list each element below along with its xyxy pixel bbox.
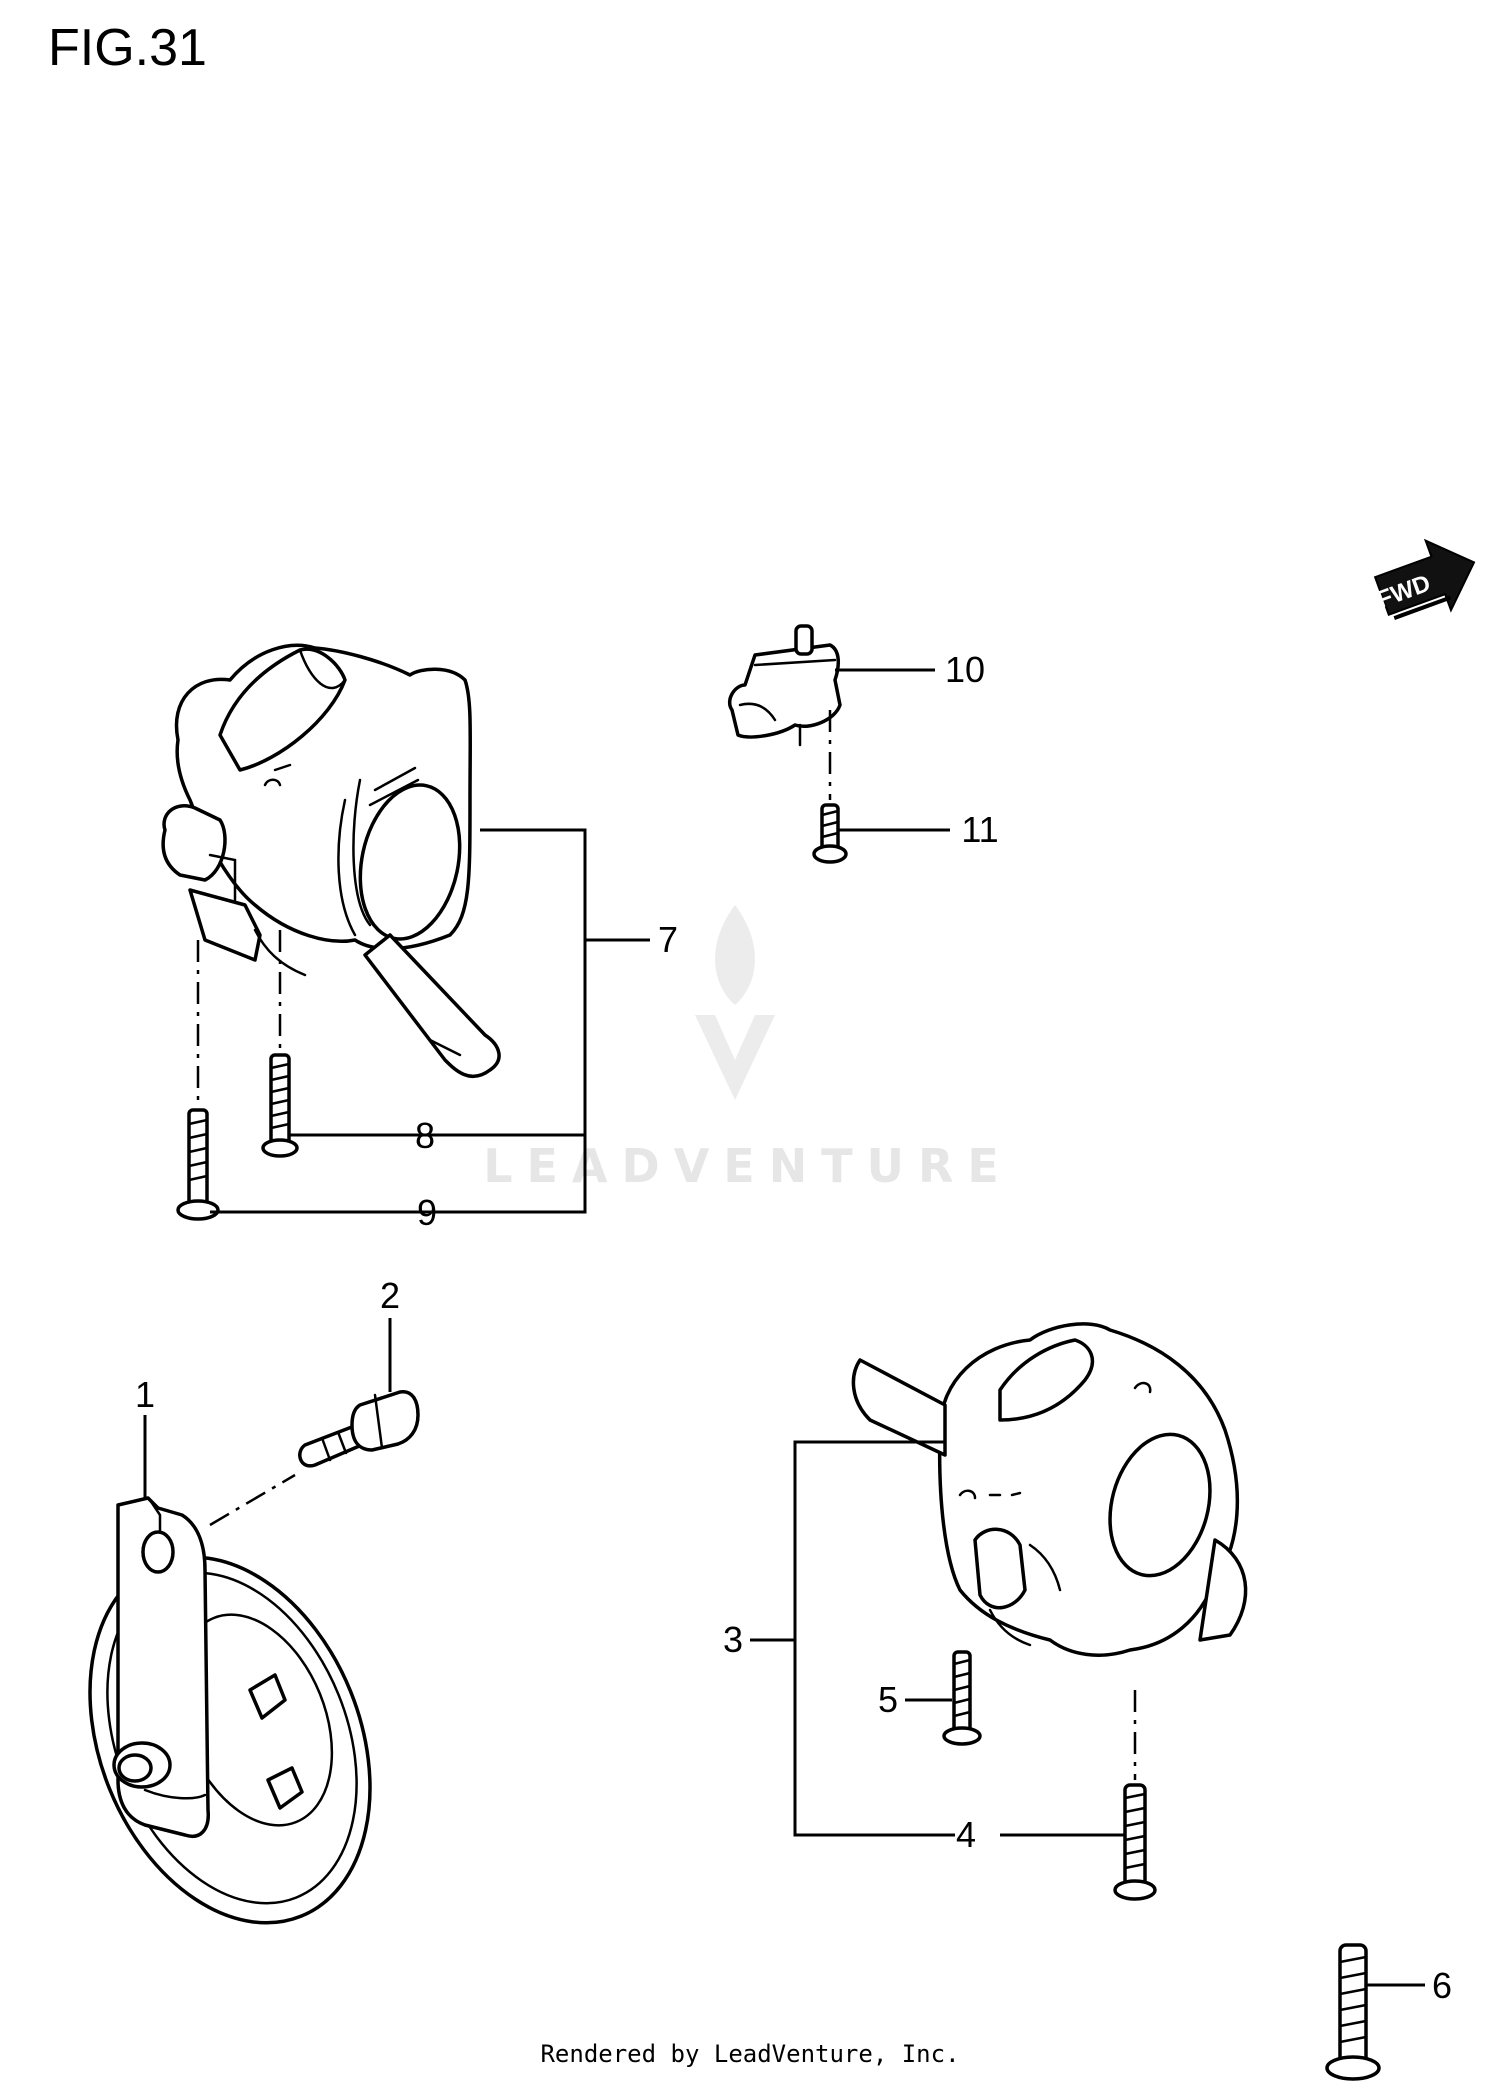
- callout-4: 4: [956, 1814, 976, 1855]
- leader-lines: [143, 668, 1425, 1987]
- callout-6: 6: [1432, 1965, 1452, 2006]
- horn: [88, 1496, 372, 1925]
- callout-7: 7: [658, 919, 678, 960]
- screw-11: [812, 803, 848, 864]
- right-switch-assembly: [851, 1322, 1248, 1657]
- screw-6: [1325, 1943, 1381, 2081]
- screw-9: [176, 940, 220, 1221]
- fwd-badge: FWD: [1374, 538, 1476, 620]
- callout-3: 3: [723, 1619, 743, 1660]
- watermark-v-icon: [695, 1015, 775, 1100]
- callout-8: 8: [415, 1115, 435, 1156]
- callout-5: 5: [878, 1679, 898, 1720]
- callout-2: 2: [380, 1275, 400, 1316]
- screw-4: [1113, 1690, 1157, 1901]
- bolt-2: [209, 1390, 420, 1527]
- callout-10: 10: [945, 649, 985, 690]
- callout-11: 11: [961, 809, 998, 850]
- watermark-text: LEADVENTURE: [483, 1139, 1013, 1193]
- figure-title: FIG.31: [48, 19, 207, 77]
- callout-1: 1: [135, 1374, 155, 1415]
- screw-8: [261, 930, 299, 1158]
- callouts: 1 2 3 4 5 6 7 8 9 10 11: [135, 649, 1452, 2006]
- watermark-flame-icon: [715, 905, 755, 1005]
- left-switch-assembly: [161, 643, 501, 1078]
- switch-10: [727, 624, 842, 800]
- screw-5: [942, 1650, 982, 1746]
- callout-9: 9: [417, 1192, 437, 1233]
- footer-credit: Rendered by LeadVenture, Inc.: [540, 2040, 960, 2068]
- watermark: LEADVENTURE: [483, 905, 1013, 1193]
